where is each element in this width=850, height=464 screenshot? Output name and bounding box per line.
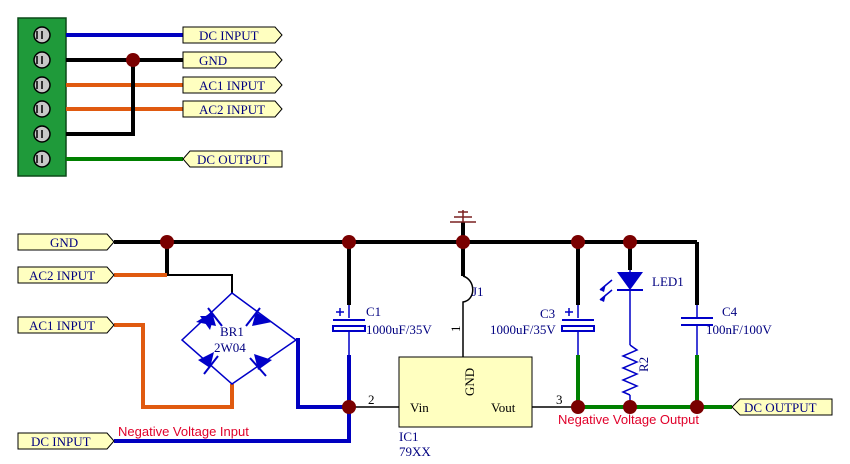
capacitor-c1 bbox=[332, 305, 366, 355]
c4-ref: C4 bbox=[722, 304, 738, 319]
j1-pin: 1 bbox=[448, 326, 463, 333]
port-dc-input: DC INPUT bbox=[17, 432, 115, 450]
jumper-j1 bbox=[462, 275, 474, 330]
ic1-ref: IC1 bbox=[399, 429, 419, 444]
port-gnd-top: GND bbox=[182, 51, 283, 69]
bridge-rectifier-br1 bbox=[180, 292, 298, 385]
port-label: AC2 INPUT bbox=[29, 268, 95, 283]
terminal-block bbox=[17, 17, 67, 177]
j1-ref: J1 bbox=[472, 284, 484, 299]
port-label: DC OUTPUT bbox=[197, 152, 270, 167]
capacitor-c3 bbox=[561, 305, 595, 355]
port-ac2-input: AC2 INPUT bbox=[17, 266, 115, 284]
r2-ref: R2 bbox=[636, 357, 651, 372]
terminal-screw bbox=[33, 51, 51, 69]
junctions bbox=[160, 235, 704, 414]
ground-symbol bbox=[450, 210, 476, 223]
ic1-pin-2: 2 bbox=[368, 392, 375, 407]
c4-value: 100nF/100V bbox=[706, 322, 772, 337]
wire-gnd-return bbox=[66, 60, 135, 136]
terminal-wires bbox=[66, 33, 183, 161]
port-label: AC2 INPUT bbox=[199, 102, 265, 117]
terminal-screw bbox=[33, 26, 51, 44]
c1-ref: C1 bbox=[366, 304, 381, 319]
br1-ref: BR1 bbox=[220, 324, 244, 339]
ic1-pin-vout: Vout bbox=[491, 400, 516, 415]
port-gnd: GND bbox=[17, 233, 115, 251]
port-label: GND bbox=[50, 235, 78, 250]
port-ac1-input: AC1 INPUT bbox=[17, 316, 115, 334]
junction bbox=[160, 235, 174, 249]
capacitor-c4 bbox=[681, 305, 713, 355]
port-ac2-input-top: AC2 INPUT bbox=[182, 100, 283, 118]
c1-value: 1000uF/35V bbox=[366, 322, 432, 337]
terminal-screw bbox=[33, 100, 51, 118]
port-label: DC INPUT bbox=[31, 434, 91, 449]
port-dc-input-top: DC INPUT bbox=[182, 26, 283, 44]
br1-value: 2W04 bbox=[214, 340, 246, 355]
junction bbox=[342, 235, 356, 249]
regulator-ic1 bbox=[398, 356, 533, 428]
junction bbox=[623, 400, 637, 414]
led-led1 bbox=[599, 270, 643, 302]
ic1-pin-vin: Vin bbox=[410, 400, 429, 415]
port-label: DC OUTPUT bbox=[744, 400, 817, 415]
junction bbox=[456, 235, 470, 249]
junction bbox=[342, 400, 356, 414]
note-negative-output: Negative Voltage Output bbox=[558, 412, 699, 427]
port-label: DC INPUT bbox=[199, 28, 259, 43]
ic1-value: 79XX bbox=[399, 444, 431, 459]
junction bbox=[690, 400, 704, 414]
c3-ref: C3 bbox=[540, 306, 555, 321]
junction bbox=[571, 400, 585, 414]
ic1-pin-gnd: GND bbox=[462, 368, 477, 396]
port-ac1-input-top: AC1 INPUT bbox=[182, 76, 283, 94]
junction bbox=[623, 235, 637, 249]
c3-value: 1000uF/35V bbox=[490, 322, 556, 337]
port-label: AC1 INPUT bbox=[29, 318, 95, 333]
port-dc-output-top: DC OUTPUT bbox=[182, 150, 283, 168]
port-dc-output: DC OUTPUT bbox=[731, 398, 833, 416]
port-label: AC1 INPUT bbox=[199, 78, 265, 93]
led1-ref: LED1 bbox=[652, 274, 684, 289]
junction bbox=[571, 235, 585, 249]
terminal-screw bbox=[33, 150, 51, 168]
terminal-screw bbox=[33, 76, 51, 94]
ic1-pin-3: 3 bbox=[556, 392, 563, 407]
port-label: GND bbox=[199, 53, 227, 68]
resistor-r2 bbox=[621, 344, 639, 396]
terminal-screw bbox=[33, 125, 51, 143]
junction bbox=[126, 53, 140, 67]
note-negative-input: Negative Voltage Input bbox=[118, 424, 249, 439]
